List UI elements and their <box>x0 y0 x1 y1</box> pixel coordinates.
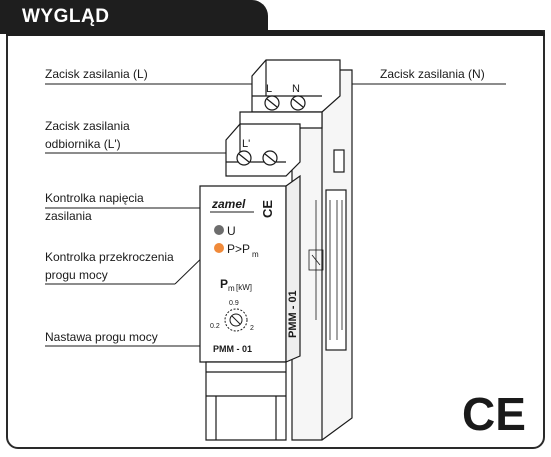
callout-overload-line2: progu mocy <box>45 268 108 282</box>
side-label <box>325 189 347 351</box>
device-housing <box>199 59 353 441</box>
section-title: WYGLĄD <box>22 6 110 27</box>
dial-label-top: 0.9 <box>229 300 239 307</box>
led-voltage-icon <box>214 225 224 235</box>
model-front: PMM - 01 <box>213 344 252 354</box>
led-overload-label: P>P <box>227 242 250 256</box>
side-ce-mark: CE <box>260 200 275 218</box>
schematic-box <box>308 249 324 271</box>
brand-logo: zamel <box>211 197 246 211</box>
side-slot <box>333 149 345 173</box>
led-overload-icon <box>214 243 224 253</box>
screw-l2-slot <box>238 153 250 163</box>
model-side: PMM - 01 <box>287 290 299 338</box>
led-voltage-label: U <box>227 224 236 238</box>
terminal-l-label: L <box>266 83 272 95</box>
callout-supply-n: Zacisk zasilania (N) <box>380 67 485 81</box>
panel-content: zamel U P>P m P m [kW] 0.9 0.2 2 PMM - 0… <box>210 197 299 354</box>
pm-unit: [kW] <box>236 283 252 292</box>
frame-top-bar <box>6 30 545 36</box>
dial-slot <box>231 315 241 325</box>
screw-l2b-slot <box>264 153 276 163</box>
callout-voltage-line1: Kontrolka napięcia <box>45 191 144 205</box>
screw-n-slot <box>292 98 304 108</box>
panel-side <box>285 174 301 363</box>
front-terminal-block <box>225 123 301 177</box>
pm-label: P <box>220 277 228 291</box>
callout-receiver-line1: Zacisk zasilania <box>45 119 130 133</box>
rear-screws: L N <box>264 83 306 111</box>
callout-overload-line1: Kontrolka przekroczenia <box>45 250 174 264</box>
header-tab <box>0 0 268 34</box>
dial-label-right: 2 <box>250 325 254 332</box>
ce-mark: CE <box>462 388 526 440</box>
callout-receiver-line2: odbiornika (L') <box>45 137 121 151</box>
callout-voltage-line2: zasilania <box>45 209 92 223</box>
callout-threshold: Nastawa progu mocy <box>45 330 158 344</box>
side-schematic <box>308 200 343 340</box>
schematic-diag <box>311 254 321 266</box>
led-overload-sub: m <box>252 250 259 259</box>
callout-supply-l: Zacisk zasilania (L) <box>45 67 148 81</box>
screw-l-slot <box>266 98 278 108</box>
front-screws: L' <box>236 138 278 166</box>
pm-sub: m <box>228 284 235 293</box>
lower-body <box>205 361 287 441</box>
dial-label-left: 0.2 <box>210 323 220 330</box>
terminal-l2-label: L' <box>242 138 250 150</box>
terminal-n-label: N <box>292 83 300 95</box>
